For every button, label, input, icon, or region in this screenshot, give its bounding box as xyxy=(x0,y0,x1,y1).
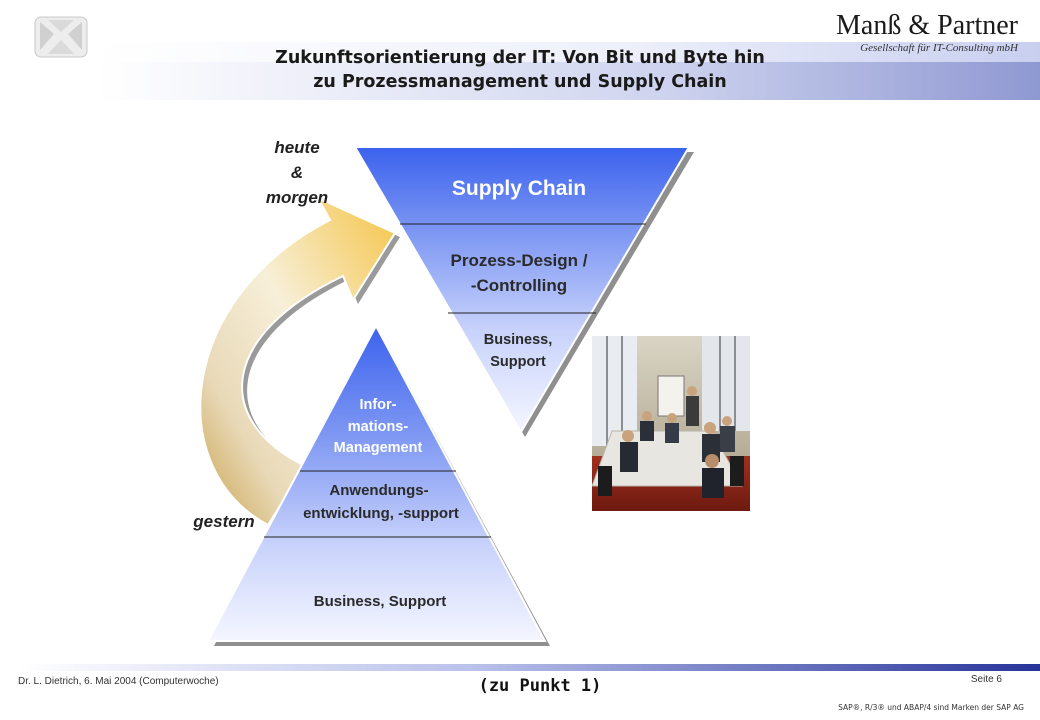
pyramid-yesterday xyxy=(206,323,547,642)
brand-block: Manß & Partner Gesellschaft für IT-Consu… xyxy=(836,10,1018,54)
business-support-top-1: Business, xyxy=(484,332,553,348)
process-design-label-2: -Controlling xyxy=(471,276,567,295)
header-band xyxy=(95,42,1040,100)
inverted-pyramid-today xyxy=(353,146,691,434)
info-management-label-1: Infor- xyxy=(359,397,396,413)
app-dev-label-2: entwicklung, -support xyxy=(303,505,459,522)
label-today-3: morgen xyxy=(266,188,328,207)
title-line-2: zu Prozessmanagement und Supply Chain xyxy=(313,72,727,92)
title-line-1: Zukunftsorientierung der IT: Von Bit und… xyxy=(275,48,765,68)
process-design-label-1: Prozess-Design / xyxy=(451,251,588,270)
page-title: Zukunftsorientierung der IT: Von Bit und… xyxy=(210,46,830,94)
company-logo-icon xyxy=(34,16,88,58)
footer-band xyxy=(18,664,1040,671)
business-support-top-2: Support xyxy=(490,354,546,370)
footer-section-ref: (zu Punkt 1) xyxy=(478,676,602,696)
meeting-photo xyxy=(592,336,750,511)
label-yesterday: gestern xyxy=(192,512,254,531)
info-management-label-2: mations- xyxy=(348,419,409,435)
curved-arrow xyxy=(199,195,397,527)
label-today-2: & xyxy=(291,163,303,182)
brand-name: Manß & Partner xyxy=(836,10,1018,41)
app-dev-label-1: Anwendungs- xyxy=(329,482,428,499)
page-number: Seite 6 xyxy=(970,674,1002,685)
business-support-bottom: Business, Support xyxy=(314,593,447,610)
footer-author-date: Dr. L. Dietrich, 6. Mai 2004 (Computerwo… xyxy=(18,676,219,687)
info-management-label-3: Management xyxy=(334,440,423,456)
supply-chain-label: Supply Chain xyxy=(452,177,586,200)
trademark-note: SAP®, R/3® und ABAP/4 sind Marken der SA… xyxy=(838,703,1024,712)
brand-subtitle: Gesellschaft für IT-Consulting mbH xyxy=(860,42,1018,54)
label-today-1: heute xyxy=(274,138,319,157)
